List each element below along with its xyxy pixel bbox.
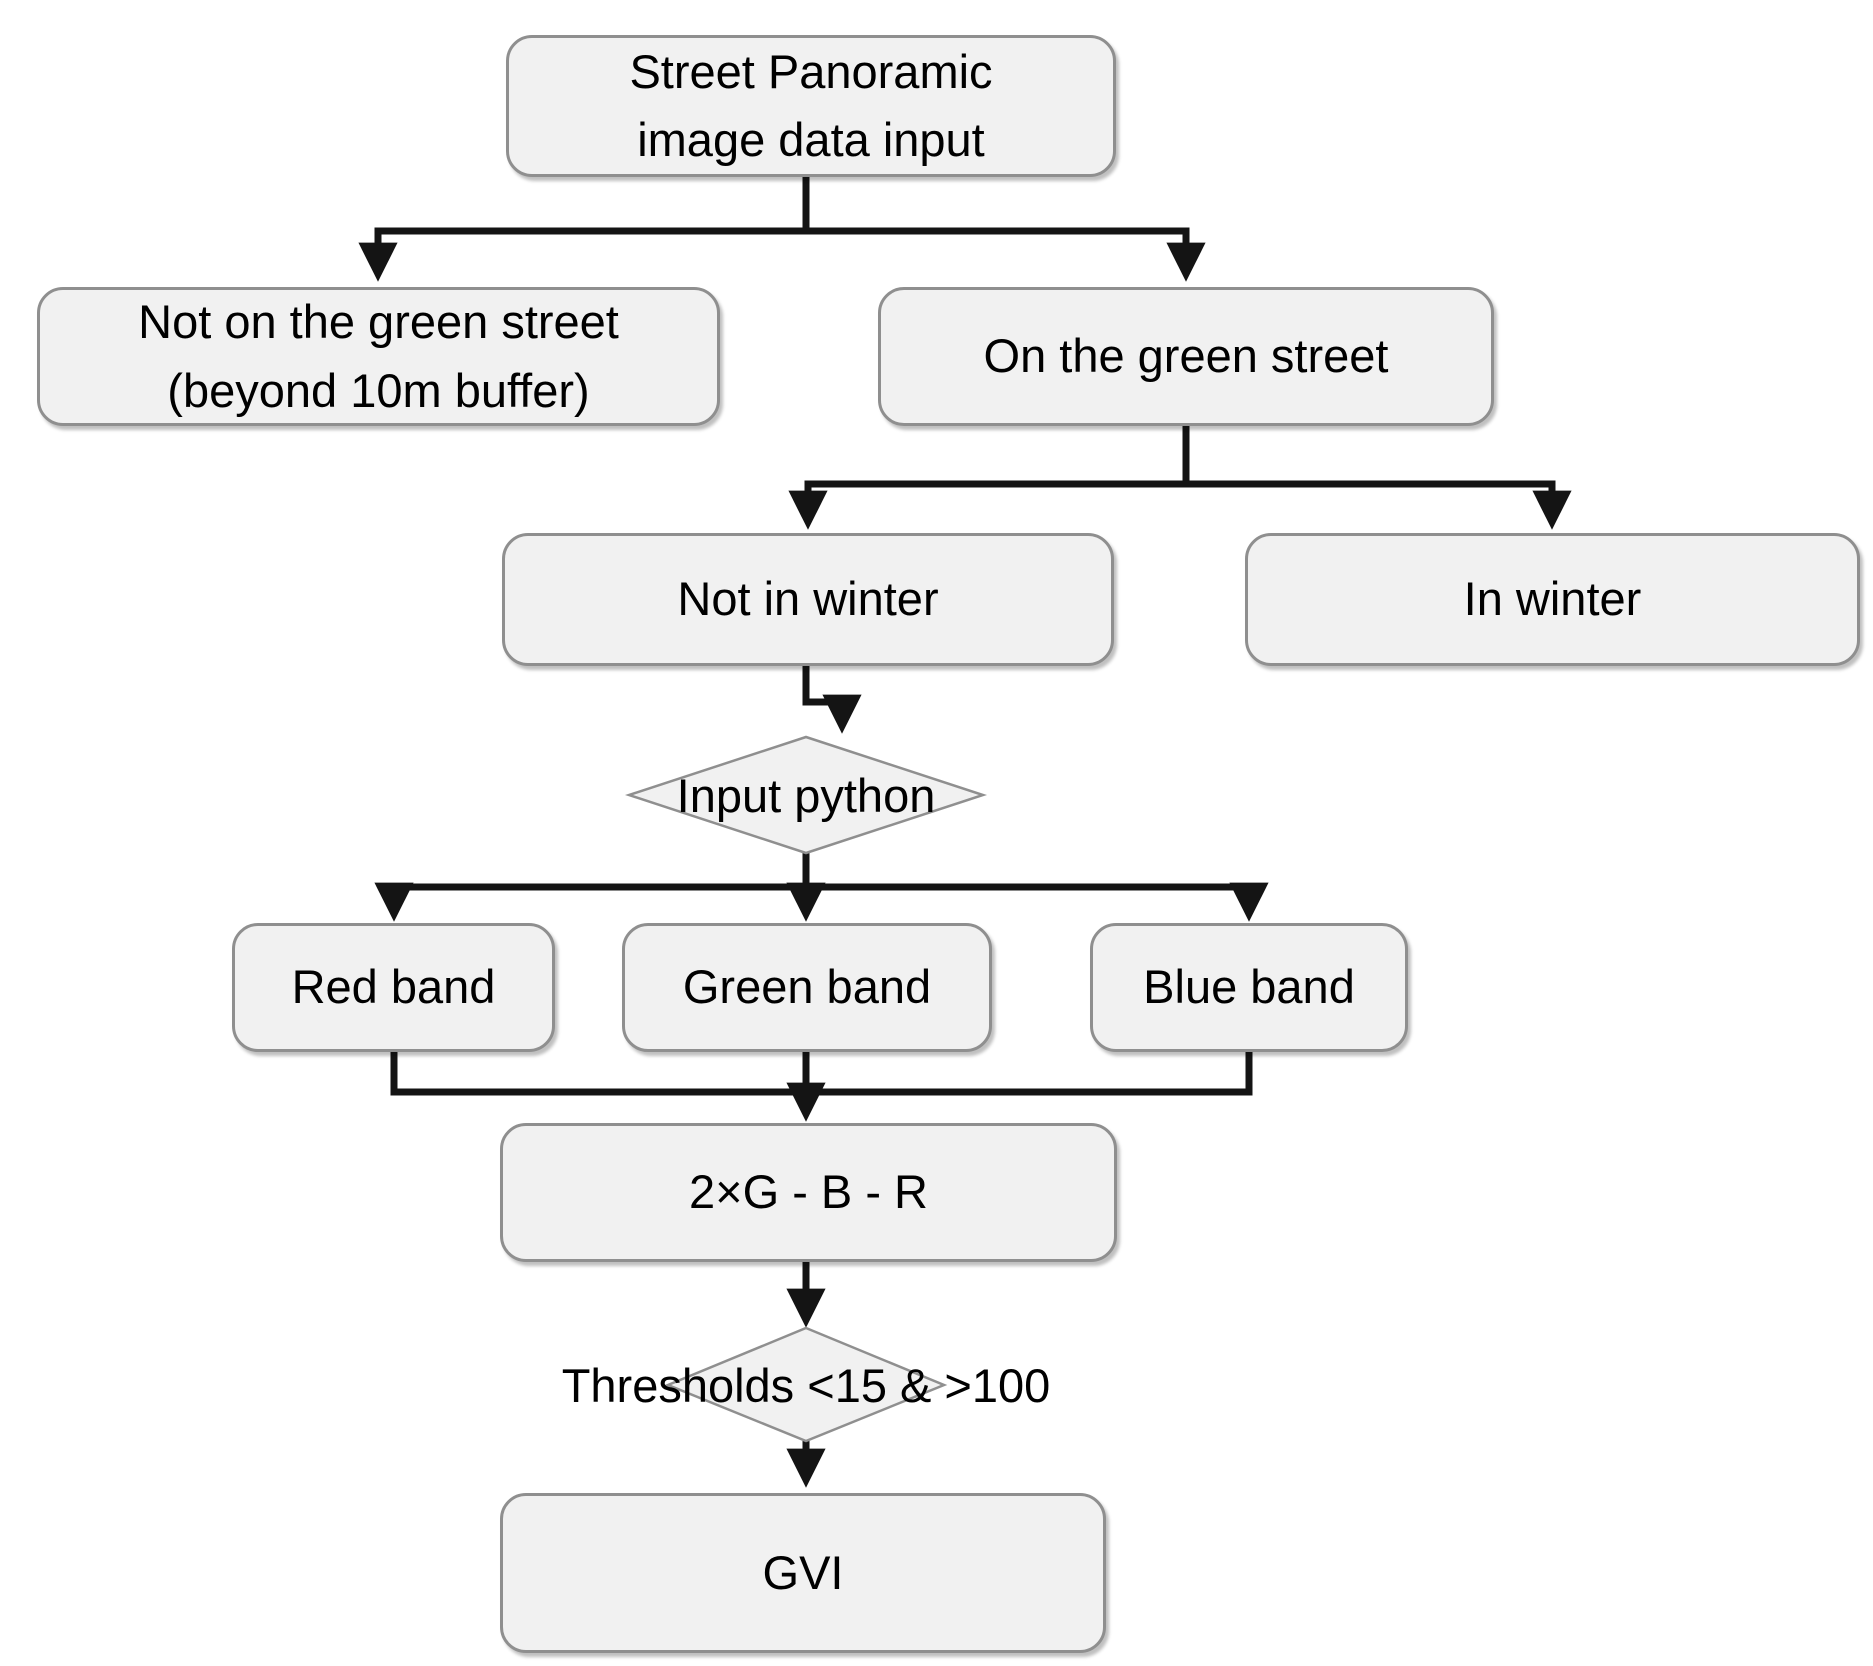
node-label: Thresholds <15 & >100	[561, 1358, 1051, 1412]
node-label: Not on the green street (beyond 10m buff…	[138, 288, 619, 424]
arrow-not-winter-to-input-python	[802, 666, 862, 734]
node-not-on-green-street: Not on the green street (beyond 10m buff…	[37, 287, 720, 426]
node-formula-2g-b-r: 2×G - B - R	[500, 1123, 1117, 1262]
node-not-in-winter: Not in winter	[502, 533, 1114, 666]
arrows-input-to-children	[358, 227, 1206, 282]
node-gvi: GVI	[500, 1493, 1106, 1653]
arrows-on-green-to-children	[788, 480, 1572, 530]
node-label: Street Panoramic image data input	[629, 38, 992, 174]
node-label: In winter	[1463, 572, 1642, 626]
node-label-line: Street Panoramic	[629, 44, 993, 98]
node-label-line: (beyond 10m buffer)	[167, 363, 590, 417]
node-street-panoramic-input: Street Panoramic image data input	[506, 35, 1116, 177]
node-label: Green band	[682, 960, 932, 1014]
node-label: Not in winter	[677, 572, 939, 626]
node-red-band: Red band	[232, 923, 555, 1052]
node-on-green-street: On the green street	[878, 287, 1494, 426]
decision-input-python-diamond	[624, 735, 988, 855]
decision-thresholds-label: Thresholds <15 & >100	[456, 1355, 1156, 1415]
node-blue-band: Blue band	[1090, 923, 1408, 1052]
node-label: Input python	[676, 768, 936, 822]
node-label-line: image data input	[637, 113, 985, 166]
node-label: Blue band	[1143, 960, 1355, 1014]
node-label: GVI	[762, 1545, 844, 1599]
node-green-band: Green band	[622, 923, 992, 1052]
node-label-line: Not on the green street	[138, 295, 619, 349]
decision-thresholds-diamond	[664, 1326, 948, 1443]
edge-band-merge-bar	[390, 1052, 1253, 1096]
node-label: 2×G - B - R	[689, 1165, 928, 1219]
node-label: On the green street	[983, 329, 1389, 383]
node-label: Red band	[291, 960, 496, 1014]
decision-input-python-label: Input python	[556, 765, 1056, 825]
node-in-winter: In winter	[1245, 533, 1860, 666]
arrows-to-red-and-blue-band	[374, 882, 1269, 922]
